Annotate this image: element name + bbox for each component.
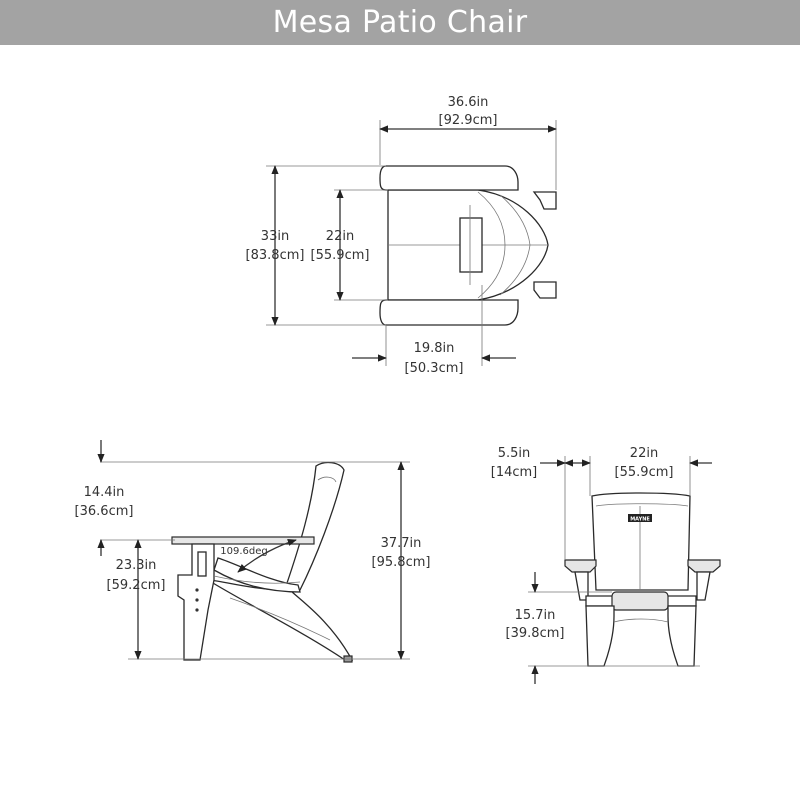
front-stretcher (613, 618, 669, 623)
dim-width-in: 36.6in (448, 95, 489, 110)
dim-total-height-in: 37.7in (381, 536, 422, 551)
dim-arm-height-cm: [59.2cm] (107, 578, 166, 593)
seat-cushion (459, 217, 483, 273)
dim-width-cm: [92.9cm] (439, 113, 498, 128)
page-title: Mesa Patio Chair (272, 5, 528, 40)
dim-arm-width-in: 5.5in (498, 446, 531, 461)
brand-logo-text: MAYNE (630, 517, 650, 523)
side-backrest (285, 461, 345, 591)
side-seat-line (213, 575, 301, 584)
front-backrest (591, 492, 691, 591)
side-base-detail (229, 597, 331, 641)
dim-arm-width-cm: [14cm] (491, 465, 538, 480)
dim-seat-depth-cm: [50.3cm] (405, 361, 464, 376)
dim-front-seat-width-in: 22in (630, 446, 658, 461)
side-leg-slot (197, 551, 207, 577)
dim-seat-width-in: 22in (326, 229, 354, 244)
dim-back-in: 14.4in (84, 485, 125, 500)
side-view-chair (171, 461, 354, 663)
rear-leg-top (532, 191, 557, 210)
dim-seat-height-cm: [39.8cm] (506, 626, 565, 641)
front-view: MAYNE 5.5in [1 (491, 446, 721, 684)
side-front-leg (177, 543, 215, 661)
angle-label: 109.6deg (220, 546, 267, 557)
screw-icon (195, 598, 199, 602)
dim-seat-height-in: 15.7in (515, 608, 556, 623)
dim-total-height-cm: [95.8cm] (372, 555, 431, 570)
screw-icon (195, 608, 199, 612)
screw-icon (195, 588, 199, 592)
armrest-top (379, 165, 519, 191)
angle-arc (237, 538, 297, 573)
side-base (205, 579, 354, 661)
rear-leg-bottom (533, 281, 557, 299)
brand-logo (628, 514, 652, 522)
front-leg-right (667, 605, 697, 667)
front-backrest-top (595, 503, 689, 507)
title-bar: Mesa Patio Chair (0, 0, 800, 45)
front-armrest-left (564, 559, 597, 573)
dim-seat-width-cm: [55.9cm] (311, 248, 370, 263)
dim-seat-depth-in: 19.8in (414, 341, 455, 356)
front-seat-cushion (611, 591, 669, 611)
armrest-bottom (379, 299, 519, 326)
front-armrest-right (687, 559, 721, 573)
side-view: 109.6deg 14.4in [36.6cm] 23.3in [59.2cm]… (75, 440, 431, 663)
dim-front-seat-width-cm: [55.9cm] (615, 465, 674, 480)
front-arm-post-right (696, 571, 711, 601)
backrest-top-edge (317, 476, 337, 483)
dim-back-cm: [36.6cm] (75, 504, 134, 519)
front-view-chair: MAYNE (564, 492, 721, 667)
top-view-chair (379, 165, 557, 326)
dim-depth-cm: [83.8cm] (246, 248, 305, 263)
dim-depth-in: 33in (261, 229, 289, 244)
front-leg-left (585, 605, 615, 667)
dim-arm-height-in: 23.3in (116, 558, 157, 573)
top-view: 36.6in [92.9cm] 33in [83.8cm] 22in [55.9… (246, 95, 557, 376)
